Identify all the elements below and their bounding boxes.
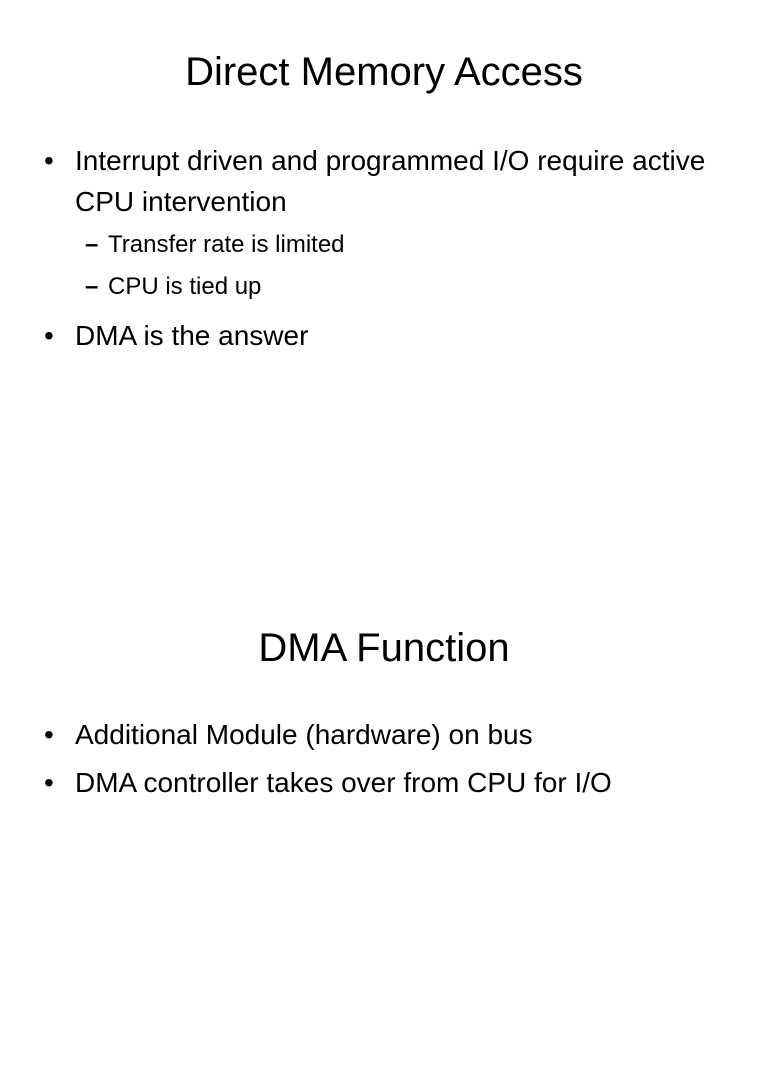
bullet-text: DMA controller takes over from CPU for I… [75,767,612,798]
bullet-list: • Additional Module (hardware) on bus • … [44,714,728,810]
bullet-marker: • [44,145,54,176]
bullet-marker: • [44,719,54,750]
bullet-list: • Interrupt driven and programmed I/O re… [44,140,728,363]
bullet-marker: • [44,320,54,351]
sub-bullet-list: – Transfer rate is limited – CPU is tied… [75,224,728,308]
sub-bullet-item: – CPU is tied up [75,266,728,308]
slide-title: DMA Function [258,626,510,670]
slide-dma-function: DMA Function • Additional Module (hardwa… [0,576,768,1088]
sub-bullet-item: – Transfer rate is limited [75,224,728,266]
sub-bullet-text: CPU is tied up [108,273,262,300]
bullet-item: • DMA controller takes over from CPU for… [44,762,728,803]
sub-bullet-text: Transfer rate is limited [108,231,345,258]
bullet-item: • Additional Module (hardware) on bus [44,714,728,755]
sub-bullet-marker: – [85,231,99,258]
bullet-text: DMA is the answer [75,320,309,351]
sub-bullet-marker: – [85,273,99,300]
bullet-item: • Interrupt driven and programmed I/O re… [44,140,728,308]
bullet-marker: • [44,767,54,798]
slide-title: Direct Memory Access [185,50,583,94]
slide-direct-memory-access: Direct Memory Access • Interrupt driven … [0,0,768,512]
bullet-item: • DMA is the answer [44,315,728,356]
bullet-text: Additional Module (hardware) on bus [75,719,533,750]
bullet-text: Interrupt driven and programmed I/O requ… [75,145,706,217]
